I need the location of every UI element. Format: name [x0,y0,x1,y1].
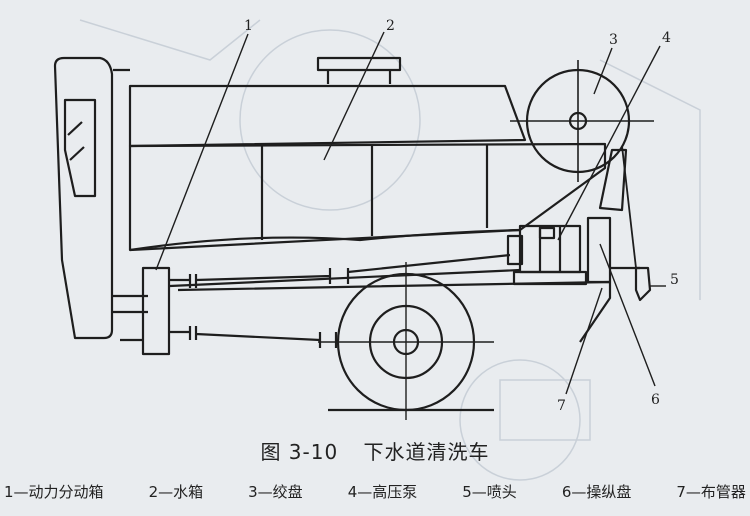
figure-title: 下水道清洗车 [363,440,490,464]
water-tank [128,84,527,148]
callout-1: 1 [244,18,253,34]
high-pressure-pump [518,224,582,274]
nozzle [634,266,652,302]
legend-item-hose-distributor: 7—布管器 [676,483,746,501]
control-panel [586,216,612,284]
callout-5: 5 [670,272,679,288]
legend-item-nozzle: 5—喷头 [462,483,517,501]
truck-drawing [53,31,666,420]
callout-2: 2 [386,18,395,34]
background-ghost-lines [79,19,701,481]
callout-6: 6 [651,392,660,408]
figure-legend: 1—动力分动箱 2—水箱 3—绞盘 4—高压泵 5—喷头 6—操纵盘 7—布管器 [0,481,750,502]
legend-item-control-panel: 6—操纵盘 [561,483,632,501]
callout-labels: 1 2 3 4 5 6 7 [244,18,679,414]
legend-item-high-pressure-pump: 4—高压泵 [347,483,418,501]
figure-caption: 图 3-10 下水道清洗车 [0,436,750,465]
transfer-box [141,266,171,356]
figure-number: 图 3-10 [260,440,339,464]
tank-filler-cap [316,56,402,72]
lower-drive-shaft [120,326,338,348]
cab-window [63,98,97,198]
legend-item-winch: 3—绞盘 [248,483,303,501]
legend-item-transfer-box: 1—动力分动箱 [4,483,104,501]
legend-item-water-tank: 2—水箱 [148,483,204,501]
leader-lines [155,31,666,395]
callout-7: 7 [557,398,566,414]
callout-3: 3 [609,32,618,48]
cab-outline [53,56,114,340]
upper-drive-shaft [170,253,511,288]
callout-4: 4 [662,30,671,46]
